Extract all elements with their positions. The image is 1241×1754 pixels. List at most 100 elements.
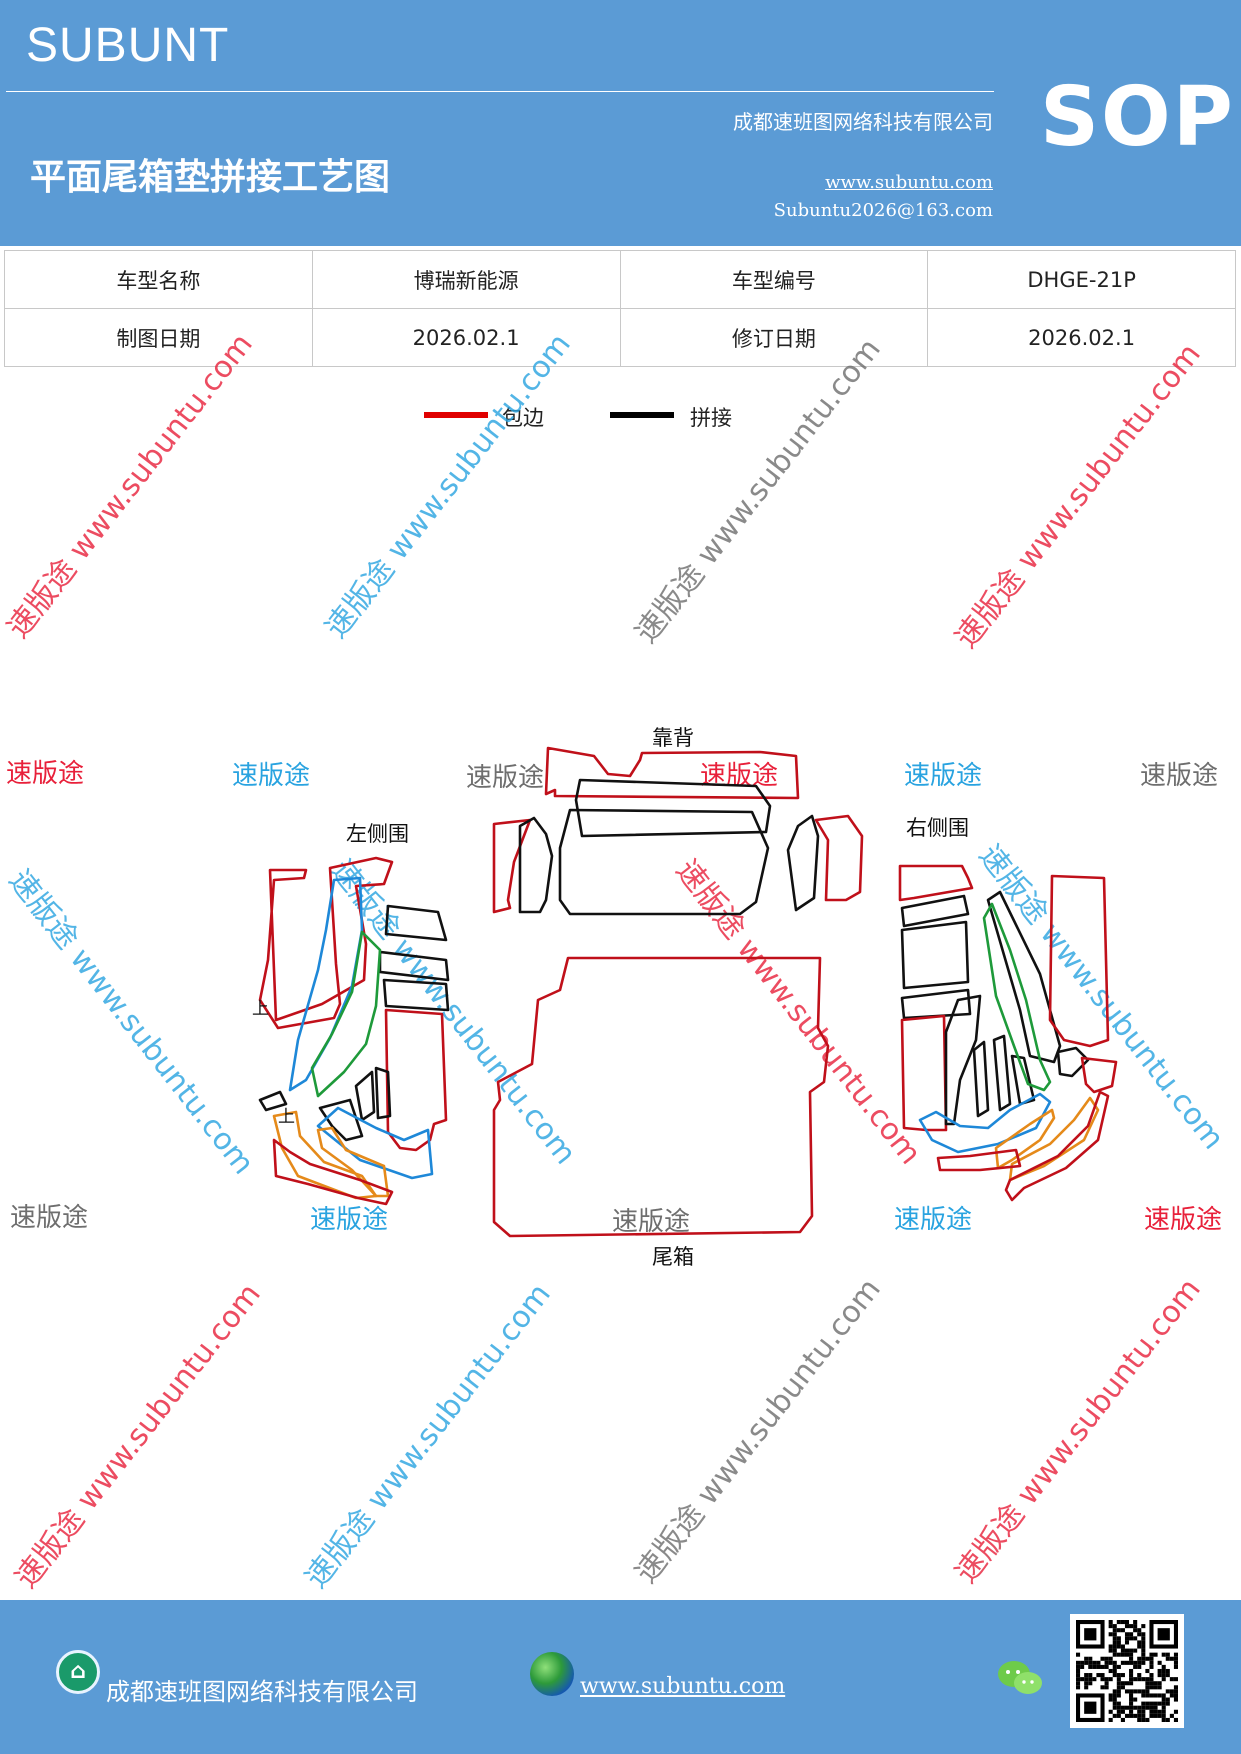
table-cell: 博瑞新能源 [311,250,621,309]
table-cell: 2026.02.1 [311,308,621,367]
header-divider [6,91,994,92]
piece-right-edge-bottom-strip [1004,1090,1110,1202]
piece-right-edge-panel [900,1014,948,1132]
piece-left-edge-outer [258,856,394,1030]
piece-left-blue-upper [288,876,364,1092]
watermark-diagonal: 速版途 www.subuntu.com [324,853,583,1171]
piece-left-orange-inner [316,1126,390,1198]
piece-left-orange-strip [272,1110,378,1200]
piece-back-left-inner [518,816,554,914]
watermark-diagonal: 速版途 www.subuntu.com [299,1277,558,1595]
piece-right-edge-rear [1048,874,1110,1048]
watermark-diagonal: 速版途 www.subuntu.com [629,1272,888,1590]
piece-right-orange-inner [994,1108,1056,1170]
watermark-brand: 速版途 [310,1205,388,1235]
label-trunk: 尾箱 [652,1245,694,1269]
piece-right-edge-bottom [936,1148,1022,1172]
footer-company: 成都速班图网络科技有限公司 [106,1678,418,1706]
footer-banner: ⌂ 成都速班图网络科技有限公司 www.subuntu.com [0,1600,1241,1754]
piece-left-seam-slit-1 [354,1070,376,1122]
table-cell: 车型名称 [4,250,313,309]
brand-logo-text: SUBUNT [26,19,230,72]
header-email: Subuntu2026@163.com [773,200,993,221]
legend-swatch-edge [424,412,488,418]
piece-left-seam-slit-2 [374,1066,392,1120]
globe-icon [530,1652,574,1696]
piece-left-edge-bottom [272,1138,394,1206]
piece-back-right-inner [786,814,820,912]
watermark-diagonal: 速版途 www.subuntu.com [949,337,1208,655]
piece-right-blue [918,1092,1052,1154]
watermark-brand: 速版途 [232,761,310,791]
header-company: 成都速班图网络科技有限公司 [733,110,993,134]
sop-badge: SOP [1040,70,1235,165]
qr-code-pattern [1076,1620,1178,1722]
vehicle-info-table: 车型名称 博瑞新能源 车型编号 DHGE-21P 制图日期 2026.02.1 … [4,250,1236,367]
piece-back-right-outer [814,814,864,902]
watermark-brand: 速版途 [612,1207,690,1237]
watermark-brand: 速版途 [1140,761,1218,791]
table-row: 制图日期 2026.02.1 修订日期 2026.02.1 [4,308,1236,367]
piece-back-strip [574,778,772,838]
label-right-side: 右侧围 [906,816,969,840]
label-left-side: 左侧围 [346,822,409,846]
label-back: 靠背 [652,726,694,750]
legend-label-edge: 包边 [502,406,544,430]
piece-left-seam-strip-3 [382,978,450,1012]
table-cell: 车型编号 [619,250,929,309]
piece-right-seam-slit-3 [992,1034,1012,1112]
watermark-brand: 速版途 [10,1203,88,1233]
piece-left-seam-small [318,1098,364,1142]
home-icon: ⌂ [56,1650,100,1694]
legend-swatch-seam [610,412,674,418]
table-cell: 修订日期 [619,308,929,367]
piece-left-edge-panel [384,1008,448,1152]
piece-left-green [310,930,382,1098]
piece-right-seam-slit-4 [1010,1054,1036,1106]
table-cell: DHGE-21P [927,250,1236,309]
piece-back-top [544,746,800,800]
piece-left-seam-strip-1 [384,904,448,942]
footer-website-link[interactable]: www.subuntu.com [580,1674,786,1699]
qr-code[interactable] [1070,1614,1184,1728]
table-row: 车型名称 博瑞新能源 车型编号 DHGE-21P [4,250,1236,309]
label-up-mark: 上 [252,999,269,1019]
piece-right-seam-small [1056,1046,1090,1078]
page-title: 平面尾箱垫拼接工艺图 [30,157,391,198]
piece-right-orange-strip [1008,1096,1100,1182]
piece-left-blue-lower [316,1106,434,1180]
watermark-diagonal: 速版途 www.subuntu.com [9,1277,268,1595]
piece-right-seam-slit-2 [972,1040,990,1118]
watermark-brand: 速版途 [894,1205,972,1235]
legend-label-seam: 拼接 [690,406,732,430]
piece-right-seam-strip-1 [900,894,970,928]
piece-right-edge-top [898,864,974,902]
watermark-diagonal: 速版途 www.subuntu.com [629,332,888,650]
watermark-brand: 速版途 [466,763,544,793]
watermark-diagonal: 速版途 www.subuntu.com [319,327,578,645]
table-cell: 2026.02.1 [927,308,1236,367]
watermark-diagonal: 速版途 www.subuntu.com [949,1272,1208,1590]
watermark-diagonal: 速版途 www.subuntu.com [1,327,260,645]
header-banner: SUBUNT 成都速班图网络科技有限公司 平面尾箱垫拼接工艺图 www.subu… [0,0,1241,246]
piece-back-left-outer [492,818,532,914]
watermark-brand: 速版途 [6,759,84,789]
watermark-brand: 速版途 [1144,1205,1222,1235]
piece-right-edge-small [1080,1056,1118,1094]
watermark-diagonal: 速版途 www.subuntu.com [669,853,928,1171]
label-up-mark: 上 [278,1107,295,1127]
piece-right-seam-strip-2 [900,988,972,1020]
piece-back-center [558,808,770,916]
piece-right-seam-panel [900,920,970,990]
watermark-brand: 速版途 [904,761,982,791]
legend: 包边 拼接 [0,400,1241,440]
piece-trunk-floor [492,956,830,1238]
wechat-icon[interactable] [996,1658,1044,1698]
piece-right-green [982,902,1052,1092]
watermark-diagonal: 速版途 www.subuntu.com [2,863,261,1181]
table-cell: 制图日期 [4,308,313,367]
piece-right-seam-slit-1 [944,994,982,1126]
piece-left-seam-corner [258,1090,288,1112]
header-website-link[interactable]: www.subuntu.com [825,172,993,193]
